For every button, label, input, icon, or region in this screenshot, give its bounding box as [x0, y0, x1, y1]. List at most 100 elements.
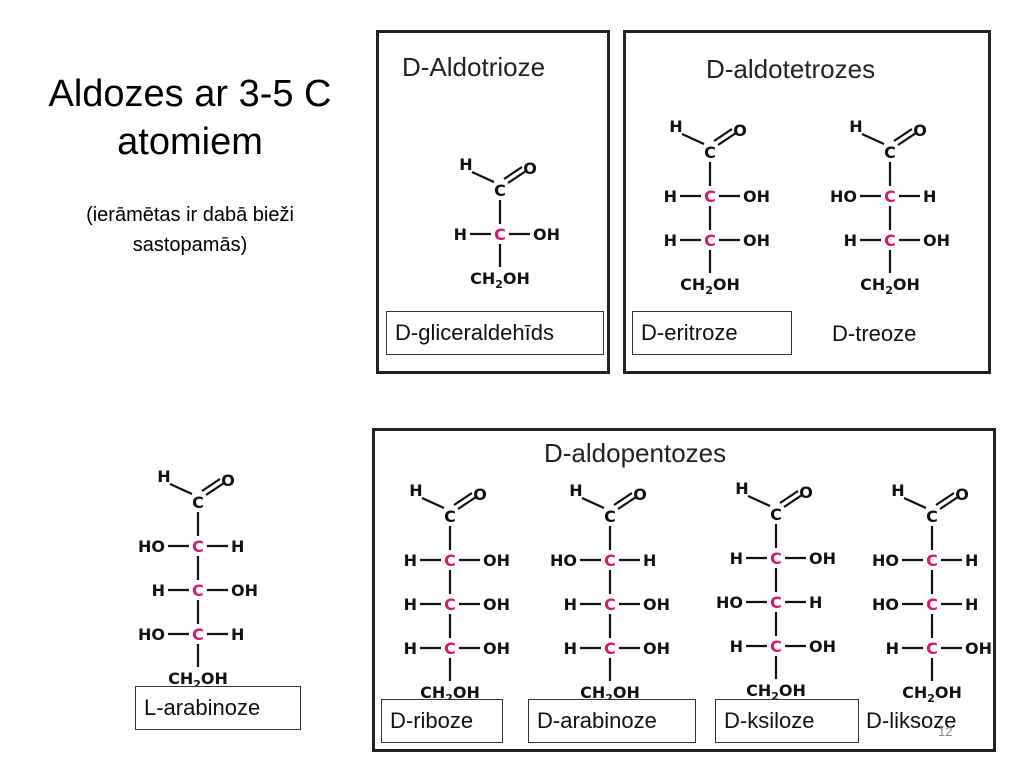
ch-bond [421, 496, 445, 510]
right-substituent: OH [483, 551, 510, 570]
aldehyde-oxygen: O [799, 483, 813, 502]
aldehyde-oxygen: O [473, 485, 487, 504]
ch2oh-group: CH2OH [168, 669, 228, 691]
aldehyde-hydrogen: H [849, 117, 862, 136]
d-arabinose-label: D-arabinoze [528, 699, 696, 743]
aldehyde-hydrogen: H [891, 481, 904, 500]
ch-bond [747, 494, 771, 508]
chiral-carbon: C [604, 551, 616, 570]
left-substituent: HO [138, 625, 165, 644]
d-ribose-label: D-riboze [381, 699, 503, 743]
left-substituent: H [404, 639, 417, 658]
d-glyceraldehyde-label: D-gliceraldehīds [386, 311, 604, 355]
aldehyde-hydrogen: H [459, 155, 472, 174]
ch-bond [903, 496, 927, 510]
aldehyde-oxygen: O [523, 159, 537, 178]
left-substituent: H [564, 639, 577, 658]
left-substituent: H [564, 595, 577, 614]
aldehyde-hydrogen: H [409, 481, 422, 500]
chiral-carbon: C [192, 537, 204, 556]
ch-bond [681, 132, 705, 146]
ch-bond [169, 482, 193, 496]
aldehyde-carbon: C [704, 143, 716, 162]
right-substituent: H [231, 537, 244, 556]
right-substituent: H [923, 187, 936, 206]
ch-bond [471, 170, 495, 184]
aldehyde-oxygen: O [913, 121, 927, 140]
co-double-bond-b [617, 496, 637, 510]
chiral-carbon: C [884, 187, 896, 206]
chiral-carbon: C [770, 637, 782, 656]
right-substituent: OH [231, 581, 258, 600]
co-double-bond-b [717, 132, 737, 146]
chiral-carbon: C [604, 639, 616, 658]
left-substituent: H [152, 581, 165, 600]
chiral-carbon: C [704, 187, 716, 206]
left-substituent: HO [830, 187, 857, 206]
left-substituent: H [664, 231, 677, 250]
aldehyde-oxygen: O [955, 485, 969, 504]
ch2oh-group: CH2OH [420, 683, 480, 705]
d-threose-label: D-treoze [832, 321, 917, 346]
ch2oh-group: CH2OH [680, 275, 740, 297]
left-substituent: H [404, 595, 417, 614]
d-lyxose-label: D-liksoze [866, 708, 957, 733]
aldehyde-carbon: C [770, 505, 782, 524]
tetrose-heading: D-aldotetrozes [706, 54, 876, 84]
left-substituent: HO [716, 593, 743, 612]
co-double-bond-a [935, 492, 955, 506]
co-double-bond-a [453, 492, 473, 506]
left-substituent: HO [872, 595, 899, 614]
aldehyde-hydrogen: H [157, 467, 170, 486]
co-double-bond-b [507, 170, 527, 184]
aldehyde-hydrogen: H [735, 479, 748, 498]
right-substituent: OH [643, 639, 670, 658]
right-substituent: H [965, 595, 978, 614]
d-xylose-label: D-ksiloze [715, 699, 859, 743]
left-substituent: H [454, 225, 467, 244]
co-double-bond-a [893, 128, 913, 142]
left-substituent: H [730, 637, 743, 656]
chiral-carbon: C [704, 231, 716, 250]
co-double-bond-a [503, 166, 523, 180]
chiral-carbon: C [604, 595, 616, 614]
co-double-bond-a [201, 478, 221, 492]
chiral-carbon: C [770, 593, 782, 612]
left-substituent: H [886, 639, 899, 658]
left-substituent: HO [138, 537, 165, 556]
chiral-carbon: C [192, 581, 204, 600]
aldehyde-carbon: C [884, 143, 896, 162]
chiral-carbon: C [444, 595, 456, 614]
right-substituent: H [643, 551, 656, 570]
right-substituent: H [809, 593, 822, 612]
co-double-bond-b [897, 132, 917, 146]
ch2oh-group: CH2OH [470, 269, 530, 291]
left-substituent: HO [872, 551, 899, 570]
page-number: 12 [938, 724, 953, 739]
left-substituent: H [664, 187, 677, 206]
chiral-carbon: C [444, 551, 456, 570]
l-arabinose-label: L-arabinoze [135, 686, 301, 730]
right-substituent: OH [809, 549, 836, 568]
left-substituent: H [730, 549, 743, 568]
co-double-bond-a [613, 492, 633, 506]
co-double-bond-b [783, 494, 803, 508]
co-double-bond-a [713, 128, 733, 142]
ch-bond [861, 132, 885, 146]
triose-heading: D-Aldotrioze [402, 52, 546, 82]
ch2oh-group: CH2OH [902, 683, 962, 705]
aldehyde-oxygen: O [221, 471, 235, 490]
co-double-bond-b [205, 482, 225, 496]
d-erythrose-label: D-eritroze [632, 311, 792, 355]
right-substituent: OH [743, 187, 770, 206]
aldehyde-oxygen: O [733, 121, 747, 140]
ch2oh-group: CH2OH [860, 275, 920, 297]
right-substituent: H [965, 551, 978, 570]
aldehyde-carbon: C [192, 493, 204, 512]
